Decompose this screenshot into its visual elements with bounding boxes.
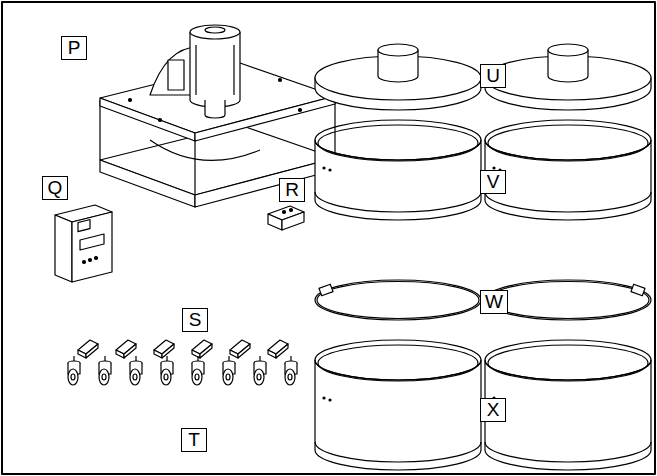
clamp-rings	[315, 280, 651, 320]
callout-letter: S	[182, 308, 208, 332]
upper-drums	[315, 120, 651, 220]
callout-letter: T	[181, 428, 207, 452]
callout-letter: W	[480, 290, 508, 314]
callout-letter: X	[480, 398, 506, 422]
caster-set	[68, 356, 297, 385]
callout-letter: P	[61, 36, 87, 60]
callout-letter: Q	[42, 176, 68, 200]
callout-letter: R	[279, 178, 305, 202]
fan-unit	[100, 25, 335, 207]
clamp-set	[78, 340, 288, 358]
remote-control	[268, 206, 304, 230]
lower-drums	[315, 340, 651, 470]
callout-letter: V	[480, 170, 506, 194]
callout-letter: U	[480, 64, 506, 88]
controller-box	[55, 205, 112, 282]
drum-lids	[315, 44, 651, 110]
